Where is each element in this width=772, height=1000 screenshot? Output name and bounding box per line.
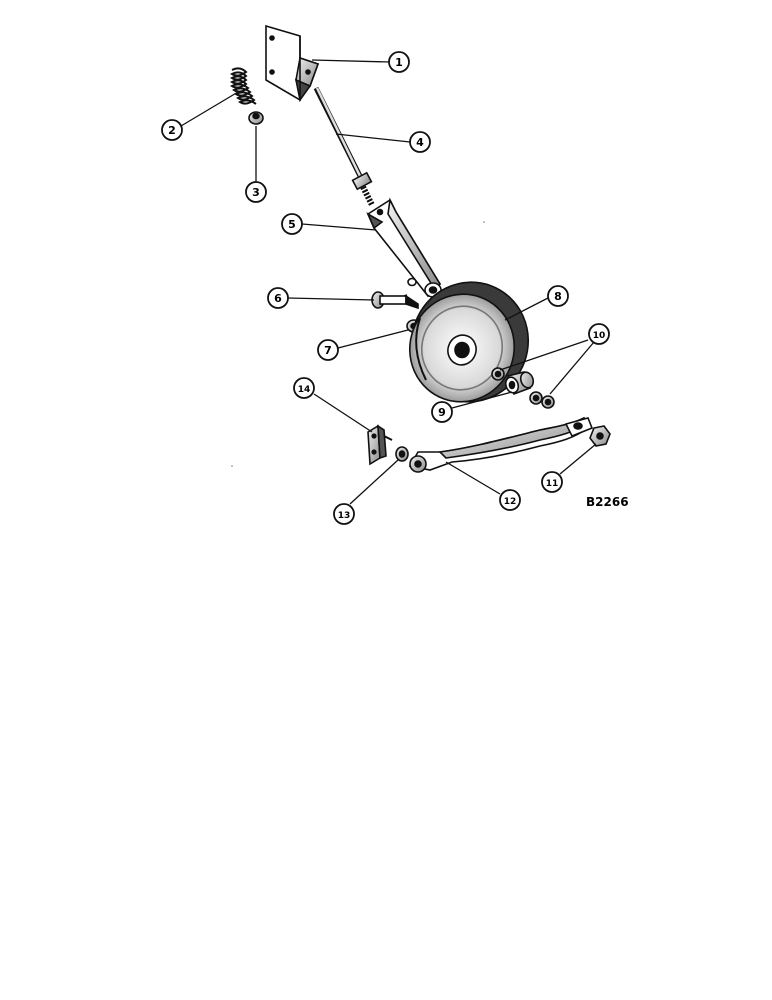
callout-5: 5 (281, 213, 303, 235)
leader-13 (349, 459, 399, 505)
spacer-part (504, 371, 535, 396)
callout-11: 11 (541, 471, 563, 493)
lever-part (408, 416, 594, 473)
callout-label: 9 (438, 406, 446, 419)
leader-14 (313, 393, 373, 433)
leader-7 (337, 329, 409, 349)
print-specks (231, 221, 485, 467)
leader-lines (180, 59, 597, 505)
bracket-part (265, 24, 320, 102)
plate-part (367, 424, 393, 466)
callout-3: 3 (245, 181, 267, 203)
callout-label: 4 (416, 136, 424, 149)
nut-part (589, 425, 611, 447)
washers-part-10 (491, 367, 555, 409)
arm-part (366, 197, 442, 298)
callout-label: 13 (338, 511, 351, 521)
callout-label: 7 (324, 344, 332, 357)
leader-10b (549, 341, 595, 395)
callout-4: 4 (409, 131, 431, 153)
spring-part (230, 67, 257, 105)
callout-1: 1 (388, 51, 410, 73)
leader-4 (335, 133, 411, 143)
leader-12 (445, 461, 501, 495)
callout-label: 14 (298, 385, 311, 395)
callout-7: 7 (317, 339, 339, 361)
leader-6 (287, 297, 375, 301)
callout-bubbles: 1 2 3 4 5 6 7 8 (161, 51, 610, 525)
callout-label: 5 (288, 218, 296, 231)
leader-1 (311, 59, 391, 63)
callout-label: 11 (546, 479, 559, 489)
callout-10: 10 (588, 323, 610, 345)
callout-label: 12 (504, 497, 517, 507)
callout-8: 8 (547, 285, 569, 307)
callout-6: 6 (267, 287, 289, 309)
callout-12: 12 (499, 489, 521, 511)
leader-10a (499, 339, 589, 371)
leader-11 (559, 443, 597, 475)
leader-8 (504, 297, 549, 321)
callout-label: 1 (395, 56, 403, 69)
callout-14: 14 (293, 377, 315, 399)
callout-label: 10 (593, 331, 606, 341)
callout-9: 9 (431, 401, 453, 423)
callout-label: 6 (274, 292, 282, 305)
leader-9 (451, 391, 513, 409)
leader-5 (301, 223, 377, 231)
pulley-part (408, 281, 530, 403)
figure-reference-code: B2266 (586, 495, 629, 509)
leader-2 (180, 91, 239, 127)
bolt-part (371, 291, 419, 310)
callout-13: 13 (333, 503, 355, 525)
washer-part-13 (395, 446, 409, 462)
rod-part (313, 86, 375, 207)
callout-label: 8 (554, 290, 562, 303)
spring-cap-part (248, 111, 264, 125)
callout-label: 3 (252, 186, 260, 199)
callout-label: 2 (168, 124, 176, 137)
callout-2: 2 (161, 119, 183, 141)
